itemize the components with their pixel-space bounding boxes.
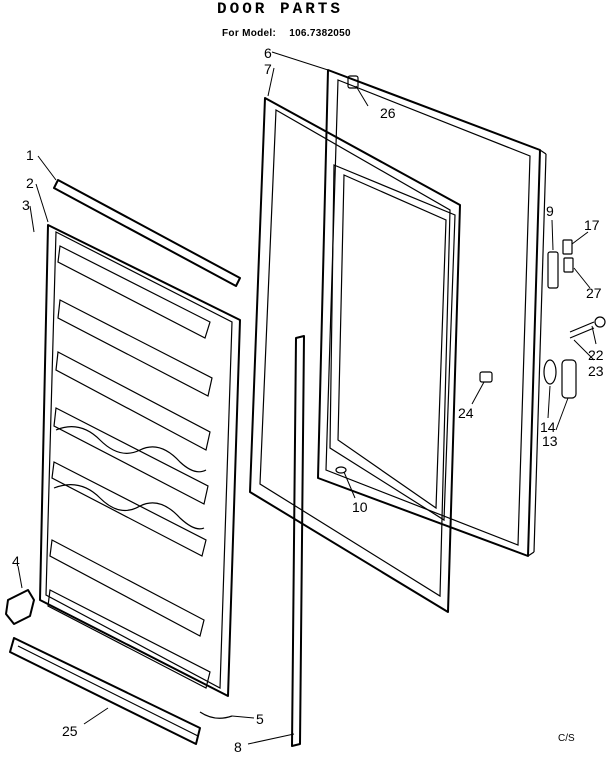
washer-23 — [594, 316, 606, 328]
callout-6: 6 — [264, 45, 272, 61]
door-gasket — [249, 97, 461, 613]
cover-27 — [563, 257, 574, 273]
callout-labels: 1 2 3 4 5 6 7 8 9 10 13 14 17 22 23 24 2… — [12, 45, 604, 755]
wire-5 — [199, 711, 233, 719]
callout-4: 4 — [12, 553, 20, 569]
vertical-strip — [291, 335, 305, 747]
callout-13: 13 — [542, 433, 558, 449]
clip-24 — [479, 371, 493, 383]
callout-9: 9 — [546, 203, 554, 219]
plug-26 — [347, 75, 359, 89]
model-label: For Model: — [222, 28, 277, 39]
callout-8: 8 — [234, 739, 242, 755]
handle-13 — [561, 359, 577, 399]
outer-door-panel — [317, 69, 547, 557]
top-trim-strip — [53, 179, 241, 287]
callout-24: 24 — [458, 405, 474, 421]
callout-10: 10 — [352, 499, 368, 515]
hinge-bracket — [5, 589, 35, 625]
callout-26: 26 — [380, 105, 396, 121]
callout-2: 2 — [26, 175, 34, 191]
callout-17: 17 — [584, 217, 600, 233]
callout-5: 5 — [256, 711, 264, 727]
footer-code: C/S — [558, 733, 575, 744]
callout-22: 22 — [588, 347, 604, 363]
model-number: 106.7382050 — [289, 28, 351, 39]
clip-10 — [335, 466, 347, 474]
spacer-14 — [543, 359, 557, 385]
breaker-strip-frame — [329, 164, 456, 522]
door-liner — [39, 224, 241, 697]
callout-7: 7 — [264, 61, 272, 77]
callout-25: 25 — [62, 723, 78, 739]
callout-3: 3 — [22, 197, 30, 213]
screw-22 — [569, 321, 595, 339]
leader-lines — [17, 51, 597, 745]
callout-27: 27 — [586, 285, 602, 301]
callout-23: 23 — [588, 363, 604, 379]
handle-bracket-9 — [547, 251, 559, 289]
bottom-trim-strip — [9, 637, 201, 745]
model-line: For Model: 106.7382050 — [222, 28, 351, 39]
page-title: DOOR PARTS — [216, 0, 343, 18]
callout-1: 1 — [26, 147, 34, 163]
callout-14: 14 — [540, 419, 556, 435]
cover-17 — [562, 239, 573, 255]
